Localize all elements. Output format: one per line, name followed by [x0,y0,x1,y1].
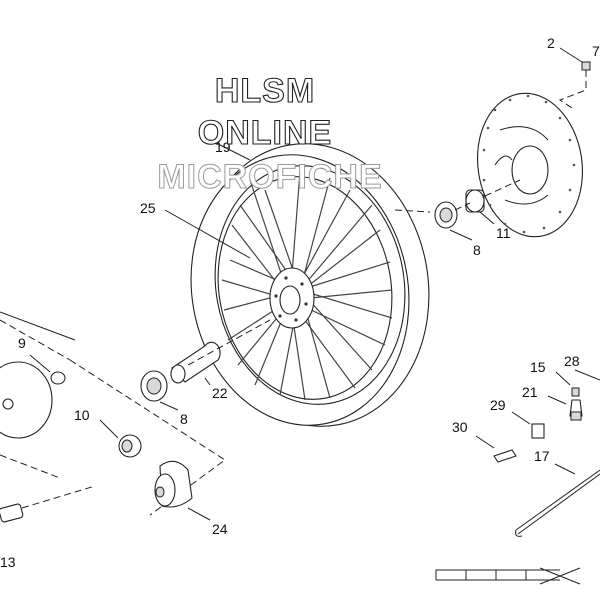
callout-13: 13 [0,554,16,570]
axle-spacer-cone [154,460,193,508]
callout-30: 30 [452,419,468,435]
callouts: 2 7 19 25 8 11 9 22 8 10 24 13 15 28 21 … [0,35,600,570]
hub-cover [0,361,53,439]
callout-8-upper: 8 [473,242,481,258]
valve-cap [571,387,580,397]
callout-22: 22 [212,385,228,401]
valve-stem [569,399,583,421]
watermark-line-3: MICROFICHE [157,158,382,196]
leader-lines [29,139,600,521]
callout-17: 17 [534,448,550,464]
brake-disc [476,92,584,238]
balance-weight [531,423,545,439]
rim-strip [493,449,517,463]
spacer-sleeve [170,341,221,384]
collar [118,434,142,458]
o-ring [50,371,66,385]
spacer-right [465,189,485,213]
spoke-wheel [190,143,430,427]
callout-25: 25 [140,200,156,216]
watermark-line-1: HLSM [215,72,315,110]
callout-7: 7 [592,43,600,59]
watermark-line-2: ONLINE [198,114,332,152]
bearing-right [434,201,458,229]
callout-15: 15 [530,359,546,375]
callout-29: 29 [490,397,506,413]
watermark: HLSM ONLINE MICROFICHE [157,71,382,196]
callout-2: 2 [547,35,555,51]
callout-10: 10 [74,407,90,423]
callout-21: 21 [522,384,538,400]
callout-24: 24 [212,521,228,537]
spoke-nipple [515,469,600,537]
axle [0,485,96,523]
callout-28: 28 [564,353,580,369]
disc-bolt [558,47,591,111]
callout-8-lower: 8 [180,411,188,427]
scale-bar [435,567,581,585]
callout-19: 19 [215,139,231,155]
callout-9: 9 [18,335,26,351]
bearing-left [140,370,168,402]
callout-11: 11 [496,225,511,241]
